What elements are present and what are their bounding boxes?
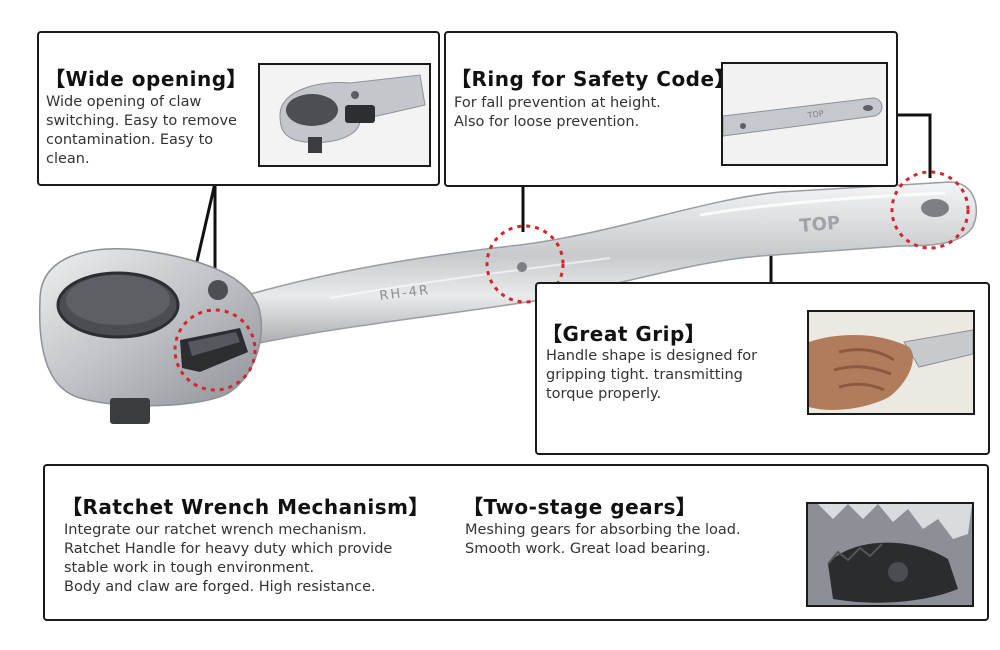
- wide-opening-photo: [258, 63, 431, 167]
- safety-ring-callout: 【Ring for Safety Code】 For fall preventi…: [444, 31, 898, 187]
- wide-opening-title: 【Wide opening】: [45, 67, 248, 91]
- wide-opening-text: Wide opening of claw switching. Easy to …: [46, 94, 237, 167]
- great-grip-text: Handle shape is designed for gripping ti…: [546, 348, 758, 402]
- wide-opening-callout: 【Wide opening】 Wide opening of claw swit…: [37, 31, 440, 186]
- handle-model-text: RH-4R: [379, 283, 431, 304]
- square-drive: [110, 398, 150, 424]
- two-stage-gears-title: 【Two-stage gears】: [463, 495, 697, 519]
- ratchet-mechanism-text: Integrate our ratchet wrench mechanism. …: [64, 522, 393, 595]
- safety-ring-text: For fall prevention at height. Also for …: [454, 95, 661, 130]
- gears-photo: [806, 502, 974, 607]
- great-grip-title: 【Great Grip】: [542, 322, 706, 346]
- safety-ring-photo: TOP: [721, 62, 888, 166]
- great-grip-photo: [807, 310, 975, 415]
- great-grip-callout: 【Great Grip】 Handle shape is designed fo…: [535, 282, 990, 455]
- wrench-handle: [228, 181, 978, 346]
- safety-ring-title: 【Ring for Safety Code】: [451, 67, 736, 91]
- svg-text:TOP: TOP: [806, 109, 824, 120]
- handle-brand-text: TOP: [799, 213, 841, 237]
- ratchet-mechanism-title: 【Ratchet Wrench Mechanism】: [62, 495, 429, 519]
- highlight-circles: [173, 170, 970, 392]
- two-stage-gears-text: Meshing gears for absorbing the load. Sm…: [465, 522, 741, 557]
- mechanism-callout: 【Ratchet Wrench Mechanism】 Integrate our…: [43, 464, 989, 621]
